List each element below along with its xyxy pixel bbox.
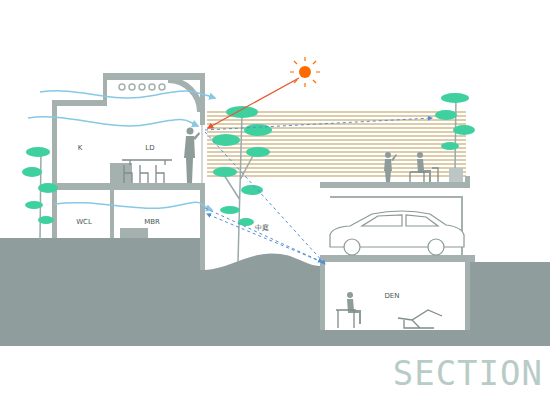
opening: [159, 84, 165, 90]
foliage: [441, 142, 459, 150]
louver-slat: [207, 163, 466, 165]
wheel: [344, 239, 360, 255]
roof-slab: [103, 73, 205, 80]
foliage: [22, 167, 42, 177]
wall: [200, 73, 205, 125]
desk: [336, 310, 356, 328]
trunk: [40, 150, 41, 240]
car-window: [362, 215, 438, 226]
sight-line: [205, 118, 432, 130]
foliage: [241, 185, 263, 195]
wall: [200, 183, 205, 270]
foliage: [26, 147, 50, 157]
louver-slat: [207, 135, 466, 137]
chaise-lounge: [398, 310, 442, 328]
airflow-arrow: [28, 117, 198, 126]
room-label: K: [78, 145, 83, 152]
room-label: WCL: [76, 219, 92, 226]
roof-openings: [119, 84, 165, 90]
opening: [139, 84, 145, 90]
opening: [149, 84, 155, 90]
airflow-arrows: [28, 91, 215, 210]
planter: [449, 168, 463, 182]
chair: [156, 165, 164, 183]
louver-slat: [207, 123, 466, 125]
person-head: [347, 292, 353, 298]
foliage: [220, 206, 240, 214]
chair: [124, 165, 132, 183]
louver-slat: [207, 147, 466, 149]
room-label: MBR: [144, 219, 160, 226]
wardrobe: [120, 228, 148, 238]
louver-slat: [207, 139, 466, 141]
drawing-title: SECTION: [393, 356, 543, 390]
opening: [129, 84, 135, 90]
tree: [22, 147, 58, 240]
foliage: [38, 183, 58, 193]
chair: [410, 168, 438, 182]
louver-slat: [207, 119, 466, 121]
foliage: [435, 110, 457, 120]
room-label: LD: [145, 145, 154, 152]
louver-slat: [207, 155, 466, 157]
foliage: [38, 216, 54, 224]
louver-screen: [207, 112, 466, 176]
sun: [208, 57, 320, 128]
chair: [140, 165, 148, 183]
building-structure: [52, 73, 475, 330]
foliage: [212, 134, 240, 146]
sight-line: [207, 214, 322, 262]
foliage: [213, 167, 237, 177]
louver-slat: [207, 143, 466, 145]
person-body: [184, 132, 200, 183]
sun-rays: [290, 57, 320, 87]
ground: [0, 238, 550, 346]
wheel: [428, 239, 444, 255]
sunlight-ray: [208, 78, 299, 128]
sight-line: [205, 208, 322, 262]
person-head: [417, 152, 423, 158]
foliage: [441, 93, 469, 103]
airflow-arrow: [55, 202, 212, 210]
roof-slab: [52, 100, 107, 106]
louver-slat: [207, 151, 466, 153]
floor-slab: [52, 183, 205, 190]
airflow-arrow: [40, 91, 215, 98]
wall: [465, 262, 470, 330]
foliage: [246, 147, 270, 157]
sight-line: [205, 132, 325, 264]
louver-slat: [207, 159, 466, 161]
wall: [52, 100, 57, 238]
skylight-arc: [168, 80, 200, 112]
wall: [110, 190, 114, 238]
parapet: [465, 176, 470, 188]
wall: [320, 262, 325, 330]
sun-disc: [299, 66, 311, 78]
foliage: [244, 124, 272, 136]
foliage: [25, 201, 43, 209]
car: [330, 211, 464, 255]
counter: [110, 163, 132, 183]
window-glass: [202, 125, 203, 183]
terrace-slab: [320, 182, 470, 188]
sight-lines: [205, 118, 432, 264]
carport-slab: [320, 255, 475, 262]
room-label: DEN: [384, 293, 399, 300]
room-label: 中庭: [255, 225, 269, 232]
tree: [435, 93, 475, 182]
den-room: [325, 267, 465, 328]
opening: [119, 84, 125, 90]
foliage: [453, 125, 475, 135]
person-head: [385, 152, 391, 158]
foliage: [238, 218, 254, 226]
tree: [212, 106, 272, 262]
trunk: [455, 95, 456, 172]
table: [122, 160, 172, 165]
person-body: [384, 154, 397, 182]
person-head: [187, 128, 194, 135]
